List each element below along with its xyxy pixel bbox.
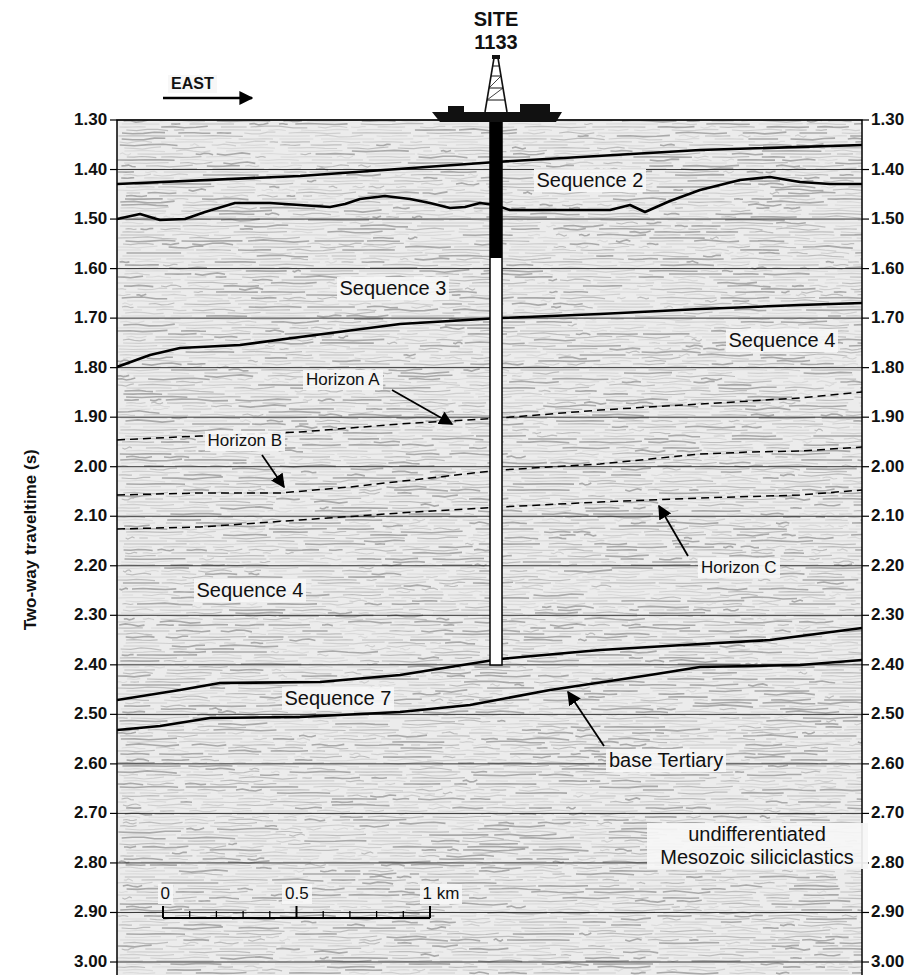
axis-number: 1.60	[871, 259, 904, 279]
direction-arrow	[163, 97, 252, 100]
sequence-label: Sequence 4	[194, 579, 307, 602]
axis-number: 2.40	[74, 655, 107, 675]
axis-number: 2.60	[74, 754, 107, 774]
scale-number: 1 km	[420, 884, 463, 904]
axis-number: 1.90	[74, 407, 107, 427]
axis-number: 1.40	[871, 160, 904, 180]
scale-bar	[163, 906, 430, 918]
axis-number: 2.10	[871, 506, 904, 526]
axis-number: 2.80	[74, 853, 107, 873]
axis-number: 2.60	[871, 754, 904, 774]
axis-number: 2.70	[871, 803, 904, 823]
site-title: SITE 1133	[464, 8, 528, 54]
lithology-label: undifferentiated Mesozoic siliciclastics	[647, 823, 868, 869]
axis-number: 2.40	[871, 655, 904, 675]
axis-number: 1.90	[871, 407, 904, 427]
axis-number: 2.80	[871, 853, 904, 873]
horizon-label: Horizon C	[698, 558, 780, 578]
scale-number: 0	[158, 884, 173, 904]
drill-ship	[432, 55, 562, 122]
axis-number: 1.70	[871, 308, 904, 328]
horizon-label: Horizon B	[205, 431, 286, 451]
axis-number: 3.00	[871, 952, 904, 972]
axis-number: 2.20	[871, 556, 904, 576]
axis-number: 1.30	[871, 110, 904, 130]
axis-number: 2.10	[74, 506, 107, 526]
axis-number: 1.50	[74, 209, 107, 229]
axis-number: 1.40	[74, 160, 107, 180]
axis-number: 1.70	[74, 308, 107, 328]
axis-number: 2.20	[74, 556, 107, 576]
axis-number: 2.50	[74, 704, 107, 724]
leader-arrows	[262, 390, 688, 746]
axis-number: 2.70	[74, 803, 107, 823]
axis-number: 1.50	[871, 209, 904, 229]
axis-number: 2.00	[871, 457, 904, 477]
axis-title: Two-way traveltime (s)	[20, 449, 40, 630]
cored-interval	[490, 118, 502, 258]
axis-number: 2.00	[74, 457, 107, 477]
axis-number: 2.30	[871, 605, 904, 625]
axis-number: 2.90	[74, 902, 107, 922]
scale-number: 0.5	[282, 884, 312, 904]
borehole	[490, 118, 502, 665]
axis-number: 1.80	[74, 358, 107, 378]
direction-label: EAST	[168, 75, 217, 93]
axis-number: 1.60	[74, 259, 107, 279]
axis-number: 2.30	[74, 605, 107, 625]
axis-number: 3.00	[74, 952, 107, 972]
formation-label: base Tertiary	[606, 749, 726, 772]
sequence-label: Sequence 3	[337, 277, 450, 300]
axis-number: 1.30	[74, 110, 107, 130]
sequence-label: Sequence 4	[726, 329, 839, 352]
axis-number: 2.50	[871, 704, 904, 724]
horizon-label: Horizon A	[303, 370, 383, 390]
axis-number: 2.90	[871, 902, 904, 922]
sequence-label: Sequence 2	[534, 169, 647, 192]
sequence-label: Sequence 7	[282, 687, 395, 710]
axis-number: 1.80	[871, 358, 904, 378]
